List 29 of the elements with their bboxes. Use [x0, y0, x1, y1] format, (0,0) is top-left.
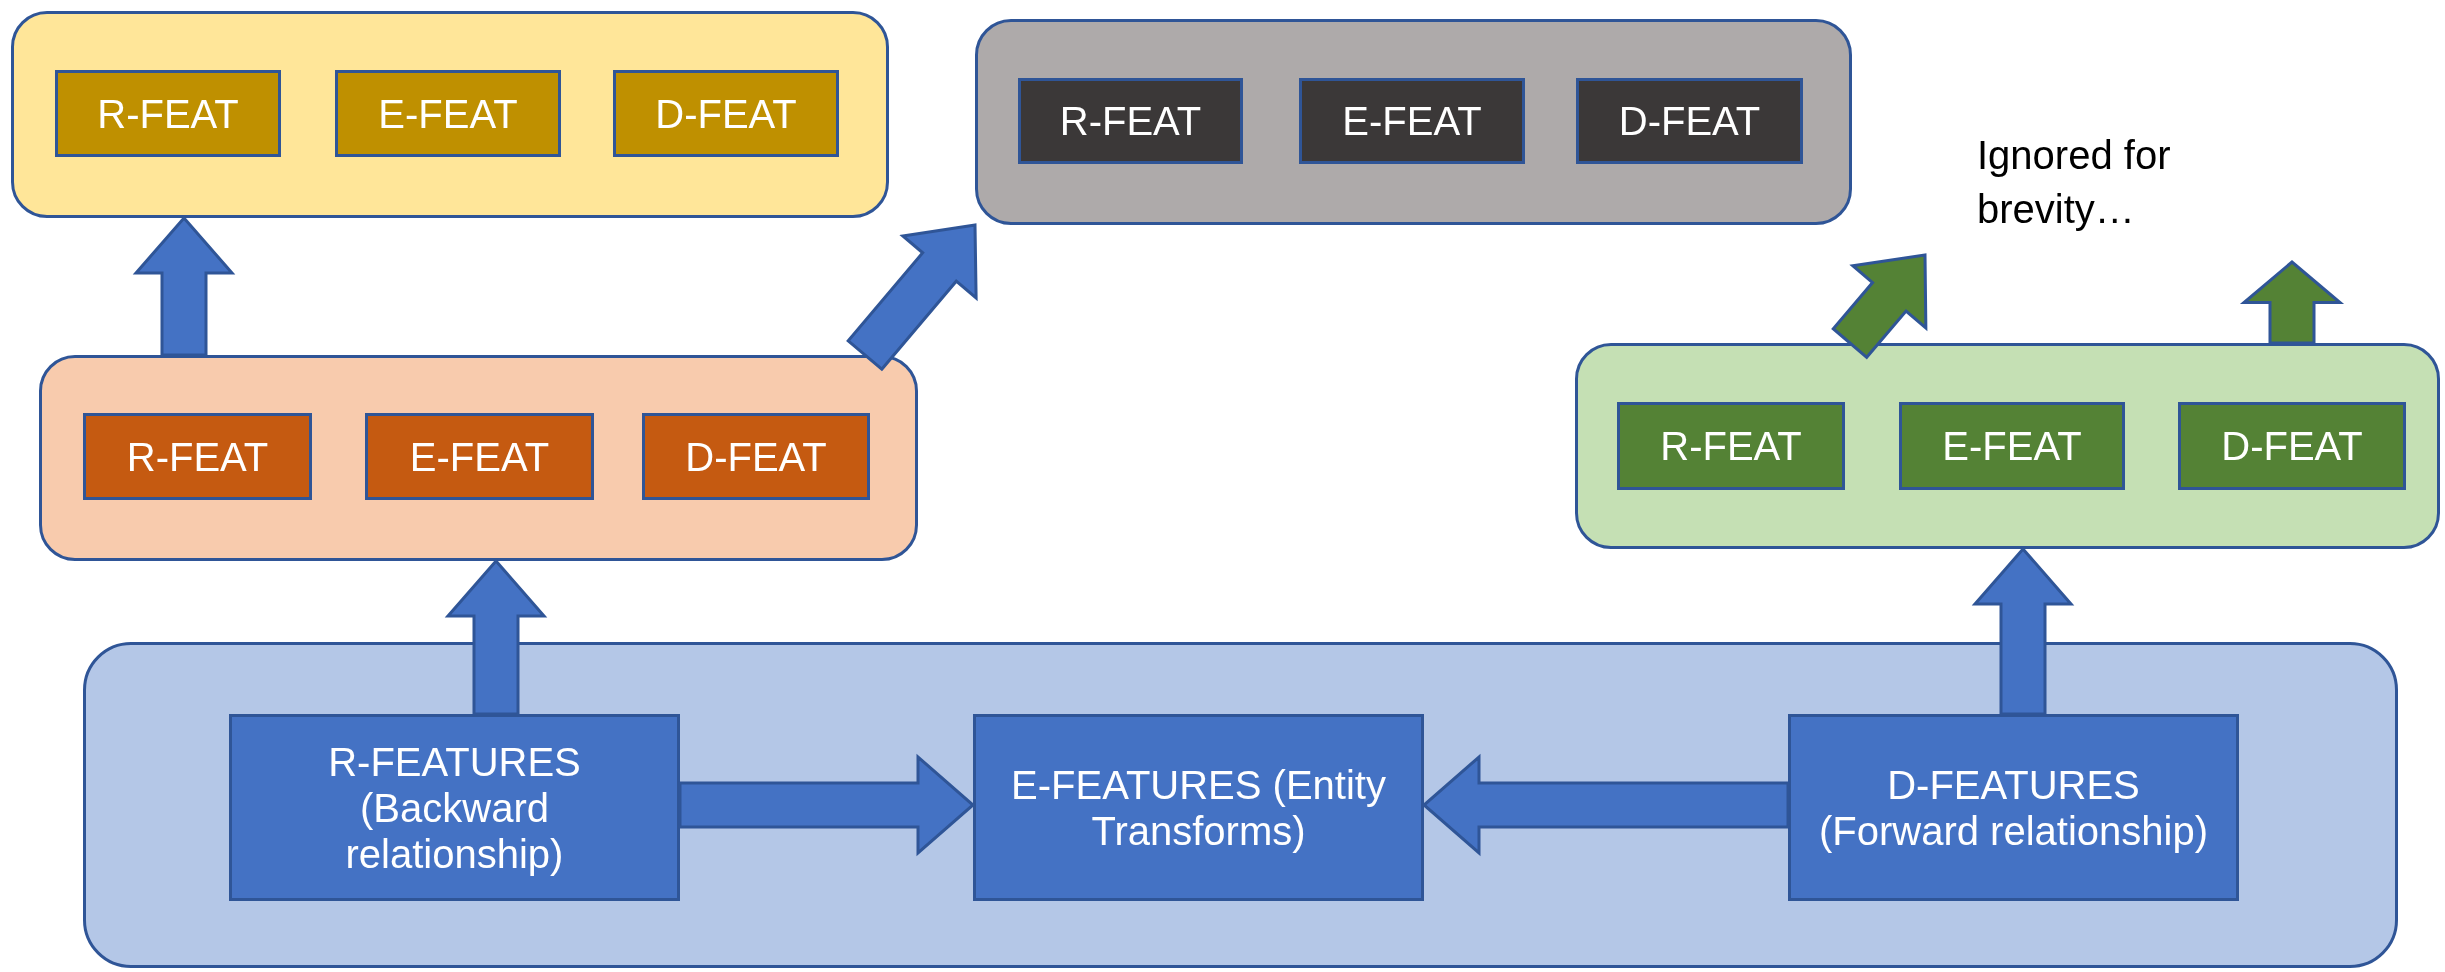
feature-box: R-FEAT [1018, 78, 1243, 164]
feature-box: E-FEAT [1899, 402, 2125, 490]
feature-box: D-FEATURES (Forward relationship) [1788, 714, 2239, 901]
feature-box: E-FEATURES (Entity Transforms) [973, 714, 1424, 901]
block-arrow [444, 558, 548, 716]
feature-box: R-FEAT [83, 413, 312, 500]
feature-box: E-FEAT [335, 70, 561, 157]
feature-box: D-FEAT [642, 413, 870, 500]
feature-box: D-FEAT [613, 70, 839, 157]
block-arrow [678, 753, 976, 857]
feature-box: R-FEAT [1617, 402, 1845, 490]
group-panel [11, 11, 889, 218]
block-arrow [1971, 546, 2075, 716]
feature-box: R-FEAT [55, 70, 281, 157]
block-arrow [1831, 253, 1928, 360]
note-text: Ignored for brevity… [1977, 132, 2172, 233]
feature-box: R-FEATURES (Backward relationship) [229, 714, 680, 901]
block-arrow [2239, 260, 2345, 345]
block-arrow [846, 223, 978, 372]
feature-box: D-FEAT [1576, 78, 1803, 164]
block-arrow [132, 215, 236, 357]
group-panel [39, 355, 918, 561]
feature-box: D-FEAT [2178, 402, 2406, 490]
block-arrow [1421, 753, 1790, 857]
group-panel [975, 19, 1852, 225]
feature-box: E-FEAT [1299, 78, 1525, 164]
feature-box: E-FEAT [365, 413, 594, 500]
group-panel [1575, 343, 2440, 549]
group-panel [83, 642, 2398, 968]
